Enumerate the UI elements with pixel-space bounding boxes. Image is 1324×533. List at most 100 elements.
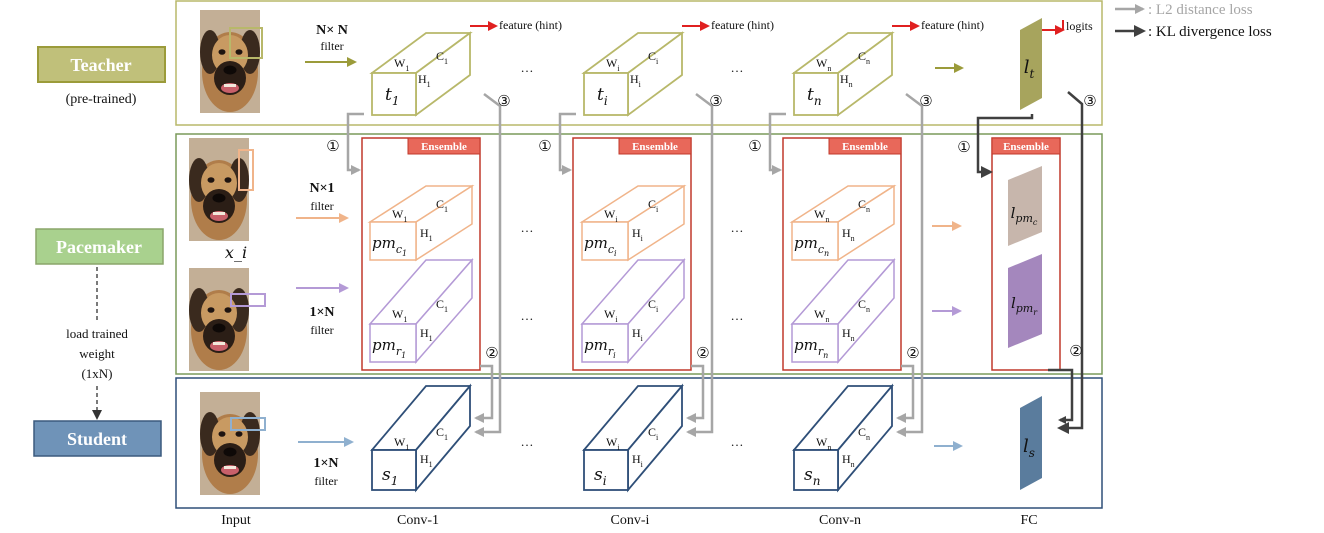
teacher-C-1-base: C xyxy=(436,49,444,63)
pmc-W-i-base: W xyxy=(604,207,616,221)
teacher-filter: N× N filter xyxy=(305,23,357,67)
student-s-n: sn xyxy=(804,465,820,488)
pacemaker-role: Pacemaker xyxy=(35,228,164,265)
student-H-1-base: H xyxy=(420,452,429,466)
ensemble-label-1: Ensemble xyxy=(421,141,467,153)
pmc-W-n: Wn xyxy=(814,207,829,224)
pmc-label-i-subsub: i xyxy=(614,249,617,258)
student-H-i-sub: i xyxy=(641,460,644,469)
ellipsis-4: … xyxy=(731,220,744,235)
ellipsis-6: … xyxy=(731,308,744,323)
student-W-n: Wn xyxy=(816,435,831,452)
pmr-H-i-sub: i xyxy=(641,334,644,343)
pmr-label-1-sub: r xyxy=(396,345,402,358)
pmc-W-n-base: W xyxy=(814,207,826,221)
l2-teacher-to-student-i xyxy=(686,93,714,437)
teacher-W-n-sub: n xyxy=(827,64,831,73)
ensemble-tab-i xyxy=(618,137,692,155)
load-weight-note: load trained weight (1xN) xyxy=(40,267,154,420)
pmr-C-1: C1 xyxy=(436,297,448,314)
pmc-label-n-sub: c xyxy=(818,243,824,256)
pmc-H-i: Hi xyxy=(632,226,644,243)
pmc-W-i-sub: i xyxy=(615,215,618,224)
teacher-C-n-base: C xyxy=(858,49,866,63)
teacher-t-n-base: t xyxy=(807,85,814,105)
label-conv-i: Conv-i xyxy=(611,513,650,528)
student-C-i-base: C xyxy=(648,425,656,439)
teacher-W-1: W1 xyxy=(394,56,409,73)
teacher-cube-n-front xyxy=(793,72,839,116)
student-W-1-base: W xyxy=(394,435,406,449)
teacher-C-1: C1 xyxy=(436,49,448,66)
student-cube-1-front xyxy=(371,449,417,491)
student-C-1-sub: 1 xyxy=(444,433,448,442)
teacher-C-i-base: C xyxy=(648,49,656,63)
teacher-W-i: Wi xyxy=(606,56,620,73)
pmc-W-1-base: W xyxy=(392,207,404,221)
pmr-H-n: Hn xyxy=(842,326,855,343)
pmr-C-n-sub: n xyxy=(866,305,870,314)
kl-teacher-to-pacemaker xyxy=(976,114,1034,178)
load-note-line-3: (1xN) xyxy=(81,366,112,381)
student-filter-size: 1×N xyxy=(313,456,338,471)
student-filter: 1×N filter xyxy=(298,437,354,488)
pmr-cube-i-front xyxy=(581,323,629,363)
pmr-label-1-subsub: 1 xyxy=(401,351,406,360)
pmr-cube-n-front xyxy=(791,323,839,363)
teacher-logit-shape xyxy=(1020,18,1042,110)
pmc-C-1-sub: 1 xyxy=(444,205,448,214)
fc-column: logits lt Ensemble lpmc lpmr ls ① ③ ② xyxy=(932,18,1097,490)
pmr-label-i-base: pm xyxy=(584,336,608,354)
pmc-H-1-sub: 1 xyxy=(429,234,433,243)
student-C-n-sub: n xyxy=(866,433,870,442)
pmr-label-i-sub: r xyxy=(608,345,614,358)
pmr-label-i-subsub: i xyxy=(613,351,616,360)
pmr-label-i: pmri xyxy=(584,336,616,360)
pmr-H-1-sub: 1 xyxy=(429,334,433,343)
teacher-t-i: ti xyxy=(597,85,608,108)
pacemaker-label-box xyxy=(35,228,164,265)
teacher-W-n-base: W xyxy=(816,56,828,70)
pmc-H-i-base: H xyxy=(632,226,641,240)
student-logit-base: l xyxy=(1023,436,1029,457)
teacher-t-i-base: t xyxy=(597,85,604,105)
teacher-note: (pre-trained) xyxy=(66,92,137,107)
pmr-label-n-sub: r xyxy=(818,345,824,358)
kl-teacher-to-student xyxy=(1057,91,1084,434)
student-s-1: s1 xyxy=(382,465,398,488)
pm-c-logit-label: lpmc xyxy=(1011,204,1038,227)
pmr-W-1-sub: 1 xyxy=(403,315,407,324)
student-s-i-sub: i xyxy=(603,474,607,488)
pmc-W-n-sub: n xyxy=(825,215,829,224)
kl-legend-label: : KL divergence loss xyxy=(1148,24,1272,40)
teacher-logit-label: lt xyxy=(1024,57,1035,81)
pmc-label-1-sub: c xyxy=(396,243,402,256)
load-weight-arrowhead xyxy=(92,410,102,420)
student-W-1-sub: 1 xyxy=(405,443,409,452)
ellipsis-5: … xyxy=(521,308,534,323)
student-cube-n-front xyxy=(793,449,839,491)
pmc-H-1: H1 xyxy=(420,226,433,243)
student-C-1-base: C xyxy=(436,425,444,439)
student-s-1-base: s xyxy=(382,465,391,485)
teacher-H-1-base: H xyxy=(418,72,427,86)
pmr-H-i-base: H xyxy=(632,326,641,340)
pmr-C-1-sub: 1 xyxy=(444,305,448,314)
teacher-t-1-base: t xyxy=(385,85,392,105)
pm-r-filter-size: 1×N xyxy=(309,305,334,320)
step-three-1: ③ xyxy=(497,94,510,110)
teacher-W-i-sub: i xyxy=(617,64,620,73)
pacemaker-r-input-image xyxy=(189,268,266,371)
step-two-i: ② xyxy=(696,346,709,362)
logits-label: logits xyxy=(1066,19,1093,33)
l2-teacher-to-pacemaker-n xyxy=(768,112,786,175)
pmr-C-i-sub: i xyxy=(656,305,659,314)
fc-step-one: ① xyxy=(957,140,970,156)
pmr-W-n: Wn xyxy=(814,307,829,324)
fc-ensemble-label: Ensemble xyxy=(1003,141,1049,153)
ellipsis-8: … xyxy=(731,434,744,449)
ensemble-tab-1 xyxy=(407,137,481,155)
pmc-H-1-base: H xyxy=(420,226,429,240)
